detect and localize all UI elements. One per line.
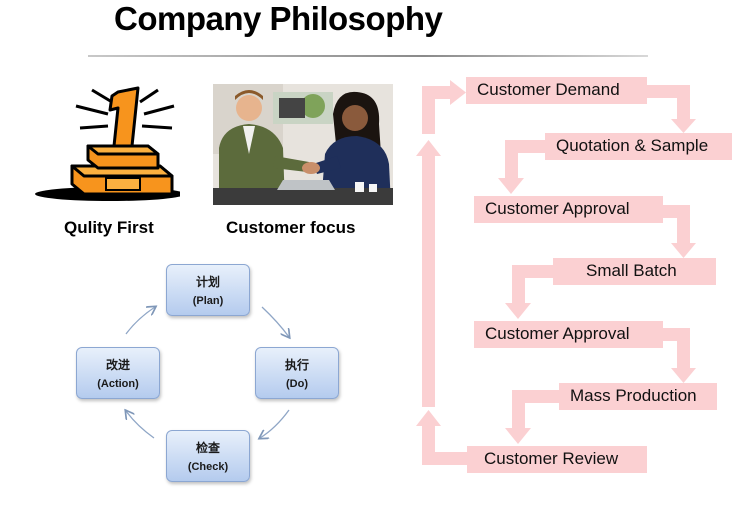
pdca-action-zh: 改进 <box>105 358 130 372</box>
pdca-plan-en: (Plan) <box>192 295 224 307</box>
pdca-do-zh: 执行 <box>284 358 309 372</box>
process-step-customer-demand: Customer Demand <box>466 77 647 104</box>
process-step-customer-approval-1: Customer Approval <box>474 196 663 223</box>
pdca-action-box: 改进 (Action) <box>76 347 160 399</box>
process-step-mass-production: Mass Production <box>559 383 717 410</box>
process-step-customer-review: Customer Review <box>467 446 647 473</box>
process-step-quotation-sample: Quotation & Sample <box>545 133 732 160</box>
pdca-check-zh: 检查 <box>195 441 220 455</box>
pdca-do-en: (Do) <box>286 378 308 390</box>
pdca-check-en: (Check) <box>187 461 229 473</box>
page-title: Company Philosophy <box>114 0 443 37</box>
process-step-customer-approval-2: Customer Approval <box>474 321 663 348</box>
handshake-photo <box>213 84 393 205</box>
pdca-action-en: (Action) <box>97 378 139 390</box>
title-divider <box>88 55 648 57</box>
pdca-check-box: 检查 (Check) <box>166 430 250 482</box>
pdca-plan-zh: 计划 <box>195 275 220 289</box>
quality-first-caption: Qulity First <box>64 218 154 237</box>
trophy-icon <box>35 86 180 201</box>
customer-focus-caption: Customer focus <box>226 218 356 237</box>
pdca-do-box: 执行 (Do) <box>255 347 339 399</box>
pdca-plan-box: 计划 (Plan) <box>166 264 250 316</box>
process-step-small-batch: Small Batch <box>553 258 716 285</box>
